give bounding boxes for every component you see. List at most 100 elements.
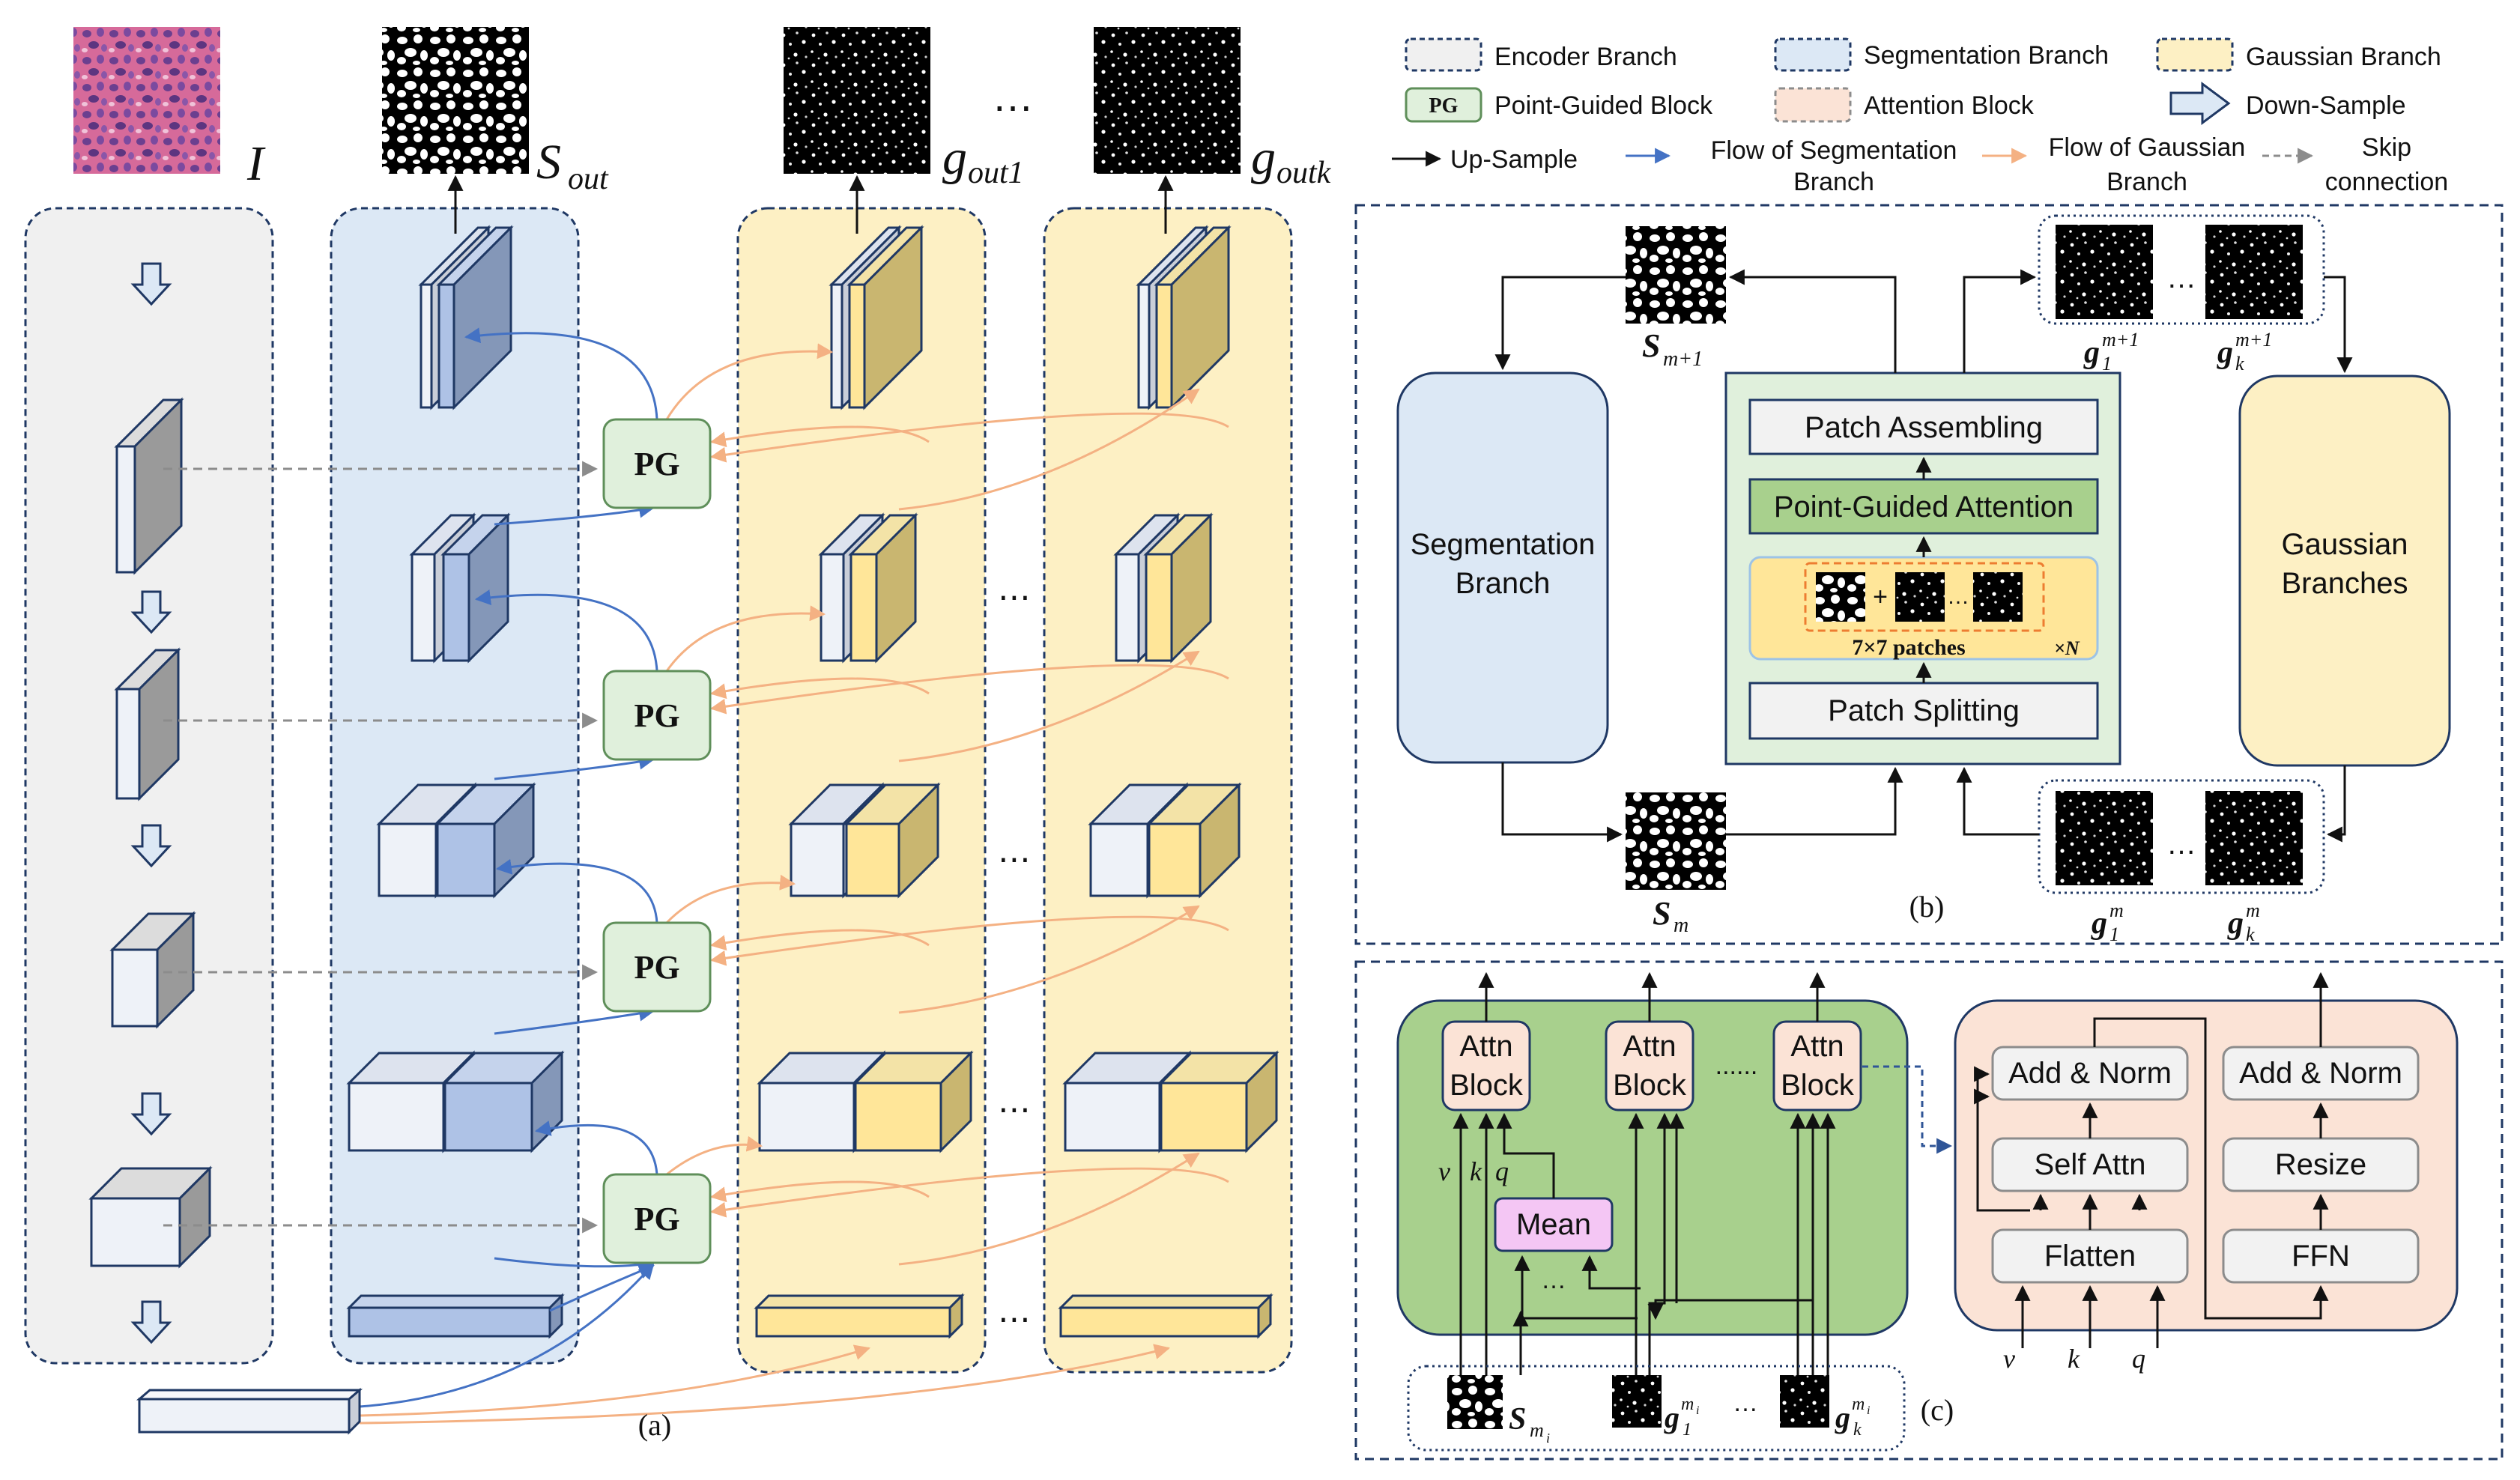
attn-blocks-ellipsis: ...... <box>1715 1052 1758 1080</box>
patch-plus: + <box>1873 583 1888 611</box>
column-ellipsis-dots: ⋯ <box>998 1301 1031 1338</box>
legend-encoder-swatch <box>1405 37 1482 72</box>
seg-flow-arrow <box>464 327 658 420</box>
gauss1-block-1b-front <box>849 553 878 662</box>
seg-mask-icon <box>1816 572 1865 622</box>
gaussian-map-icon <box>2056 225 2153 319</box>
seg-flow-arrow <box>494 753 655 780</box>
encoder-block-3 <box>109 911 196 1029</box>
add-norm-label-2: Add & Norm <box>2239 1057 2402 1090</box>
legend: Encoder Branch Segmentation Branch Gauss… <box>1392 37 2448 196</box>
g-out1-subscript: out1 <box>968 156 1024 190</box>
gaussian-branches-label-2: Branches <box>2282 567 2408 600</box>
pg-block-label: PG <box>634 697 679 734</box>
arrow-down-icon <box>130 1300 172 1344</box>
gauss1-block-4-top <box>754 1294 965 1309</box>
seg-block-1b <box>440 512 511 664</box>
flatten-label: Flatten <box>2044 1240 2136 1273</box>
histology-image-icon <box>73 27 220 174</box>
patch-assembling-label: Patch Assembling <box>1805 411 2043 444</box>
wire-arrow <box>1974 1088 1990 1210</box>
gaussk-block-1b <box>1143 512 1214 664</box>
panel-b-frame <box>1354 204 2504 945</box>
gaussian-maps-bottom-group <box>2038 779 2325 894</box>
gaussian-maps-top-group <box>2038 214 2325 325</box>
self-attn-label: Self Attn <box>2035 1148 2146 1181</box>
mean-inputs-ellipsis: … <box>1541 1266 1566 1294</box>
gaussian-map-icon <box>2056 791 2153 885</box>
patches-label: 7×7 patches <box>1852 635 1965 660</box>
panel-b: Segmentation Branch Gaussian Branches Pa… <box>1354 204 2504 945</box>
seg-block-0b <box>436 225 514 410</box>
v-label-2: v <box>2003 1344 2015 1374</box>
gaussk-block-0a-front <box>1137 283 1151 409</box>
seg-block-4 <box>346 1293 565 1339</box>
s-m1-label: S <box>1642 327 1660 364</box>
gaussian-bottom-ellipsis: … <box>2166 828 2196 861</box>
pg-block-box <box>602 418 712 509</box>
legend-gaussian-label: Gaussian Branch <box>2246 43 2441 71</box>
gaussian-map-icon <box>1780 1375 1829 1428</box>
s-m-label: S <box>1653 895 1671 932</box>
patch-assembling-box <box>1748 398 2099 455</box>
wire-arrow <box>1647 1299 1813 1320</box>
encoder-block-1 <box>114 397 184 575</box>
g1-mi-superscript: m <box>1681 1395 1694 1414</box>
arrow-down-icon <box>130 824 172 868</box>
legend-up-sample-label: Up-Sample <box>1450 145 1578 174</box>
arrow-right-icon <box>1501 762 1623 843</box>
g1-mi-label: g <box>1664 1401 1680 1434</box>
seg-block-0b-front <box>437 283 455 409</box>
gauss-flow-arrow <box>898 650 1200 762</box>
v-label-1: v <box>1438 1156 1450 1186</box>
panel-a-caption: (a) <box>638 1408 671 1442</box>
gauss-flow-arrow <box>665 605 826 672</box>
attention-inputs-group <box>1407 1365 1906 1452</box>
gauss-flow-arrow <box>898 905 1200 1014</box>
pg-block-box <box>602 1173 712 1264</box>
legend-gauss-flow-label-2: Branch <box>2106 168 2187 196</box>
gauss-flow-arrow <box>709 664 1229 715</box>
attn-block-label-2: Block <box>1450 1069 1524 1102</box>
legend-seg-flow-label-1: Flow of Segmentation <box>1711 136 1957 165</box>
panel-c-caption: (c) <box>1921 1393 1954 1427</box>
pg-block-label: PG <box>634 446 679 482</box>
encoder-block-3-front <box>111 948 159 1028</box>
gaussian-map-icon <box>1895 572 1945 622</box>
column-ellipsis-dots: ⋯ <box>998 841 1031 878</box>
s-out-label: S <box>536 135 561 189</box>
encoder-block-4 <box>88 1165 213 1269</box>
wire-arrow <box>1514 1255 1638 1320</box>
s-m-subscript: m <box>1674 914 1688 937</box>
legend-gauss-flow-label-1: Flow of Gaussian <box>2049 133 2246 162</box>
legend-pg-badge: PG <box>1429 94 1459 118</box>
s-m1-subscript: m+1 <box>1663 348 1703 371</box>
gaussk-block-2b <box>1146 782 1242 899</box>
wire-arrow <box>1581 1255 1641 1290</box>
seg-block-2b-front <box>436 822 496 897</box>
pg-block-3: PG <box>602 921 712 1013</box>
gauss-flow-arrow <box>709 425 930 448</box>
legend-gaussian-swatch <box>2156 37 2234 72</box>
g1-mi-subscript: 1 <box>1682 1420 1691 1440</box>
gaussian-maps-ellipsis: … <box>992 73 1034 120</box>
pg-block-2: PG <box>602 670 712 761</box>
column-ellipsis: ⋯⋯⋯⋯ <box>998 579 1031 1338</box>
resize-label: Resize <box>2275 1148 2366 1181</box>
gaussian-map-icon <box>784 27 930 174</box>
gauss-flow-arrow <box>359 1344 1171 1425</box>
attn-block-label-1: Attn <box>1790 1030 1844 1063</box>
legend-point-guided-label: Point-Guided Block <box>1494 91 1713 120</box>
panel-b-caption: (b) <box>1909 890 1945 924</box>
gk-mi-supsub: i <box>1867 1404 1870 1417</box>
g-outk-subscript: outk <box>1276 156 1332 190</box>
arrow-down-icon <box>1494 276 1626 371</box>
add-norm-label-1: Add & Norm <box>2008 1057 2172 1090</box>
pg-block-box <box>602 921 712 1013</box>
seg-flow-arrow <box>494 502 655 526</box>
legend-skip-label-1: Skip <box>2362 133 2411 162</box>
legend-skip-label-2: connection <box>2325 168 2448 196</box>
gk-mi-subscript: k <box>1853 1420 1862 1440</box>
gk-mi-superscript: m <box>1852 1395 1865 1414</box>
gauss-flow-arrow <box>709 929 930 951</box>
